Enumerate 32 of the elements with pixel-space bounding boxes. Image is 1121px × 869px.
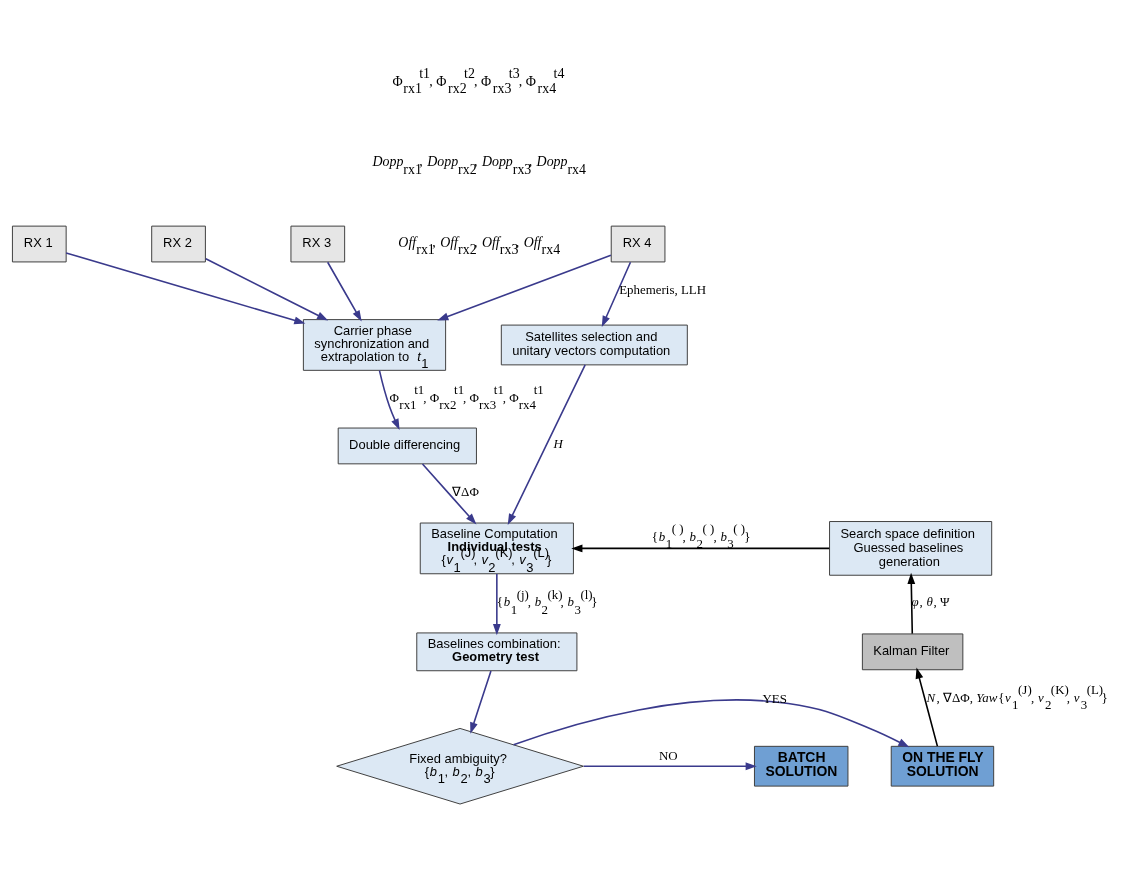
edge-label: ∇ΔΦ (452, 484, 479, 500)
edge-label: NO (658, 747, 678, 763)
node-box: Satellites selection and unitary vectors computation (500, 324, 688, 366)
node-box: Kalman Filter (861, 633, 964, 671)
arrow (470, 670, 492, 734)
node-box: RX 3 (290, 225, 346, 263)
node-box: Double differencing (337, 427, 477, 465)
arrow (601, 261, 632, 328)
arrow (582, 762, 757, 771)
node-box: ON THE FLY SOLUTION (890, 745, 995, 787)
edge-label: YES (762, 690, 787, 706)
node-box: BATCH SOLUTION (753, 745, 849, 787)
node-box: RX 4 (610, 225, 666, 263)
arrow (571, 544, 830, 553)
arrow (437, 254, 612, 321)
arrow (326, 261, 362, 322)
arrow (915, 667, 939, 747)
node-box: Search space definition Guessed baselines generation (829, 521, 993, 576)
arrow (421, 463, 477, 525)
arrow (507, 364, 586, 525)
arrow (492, 573, 501, 636)
arrow (378, 369, 400, 431)
node-box: Baselines combination: Geometry test (416, 632, 578, 672)
arrow (205, 258, 329, 321)
edge-label: φ, θ, Ψ (911, 594, 950, 610)
arrow (65, 252, 306, 325)
edge-label: Ephemeris, LLH (619, 282, 707, 298)
node-box: RX 1 (11, 225, 67, 263)
arrow (907, 572, 916, 635)
edge-label: H (553, 436, 563, 452)
node-box: RX 2 (151, 225, 206, 263)
arrow (512, 699, 910, 748)
